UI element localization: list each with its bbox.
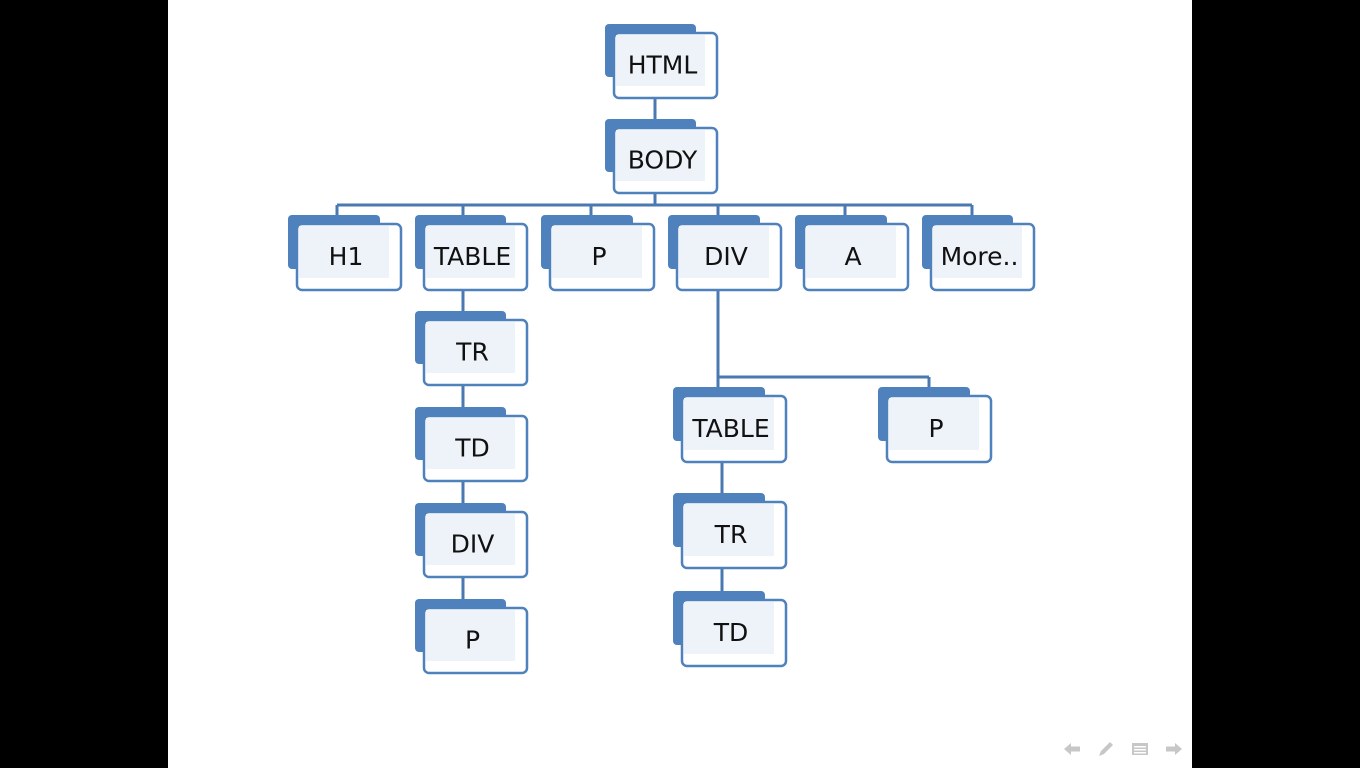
- node-inner-fill: [933, 226, 1022, 278]
- node-inner-fill: [684, 504, 774, 556]
- node-label: More..: [941, 242, 1019, 271]
- node-p1: P: [541, 215, 656, 292]
- node-inner-fill: [426, 610, 515, 661]
- arrow-right-icon[interactable]: [1164, 739, 1184, 759]
- arrow-left-icon[interactable]: [1062, 739, 1082, 759]
- pen-icon[interactable]: [1096, 739, 1116, 759]
- node-label: TR: [455, 338, 489, 367]
- node-body: BODY: [605, 119, 719, 195]
- node-table1: TABLE: [415, 215, 529, 292]
- node-label: BODY: [628, 146, 698, 175]
- node-inner-fill: [426, 226, 515, 278]
- node-label: TD: [454, 434, 490, 463]
- node-html: HTML: [605, 24, 719, 100]
- slide-controls: [1062, 738, 1188, 760]
- node-inner-fill: [426, 418, 515, 469]
- node-label: P: [465, 626, 480, 655]
- node-td1: TD: [415, 407, 529, 483]
- menu-icon[interactable]: [1130, 739, 1150, 759]
- node-inner-fill: [299, 226, 389, 278]
- node-inner-fill: [616, 35, 705, 86]
- node-label: H1: [329, 242, 364, 271]
- node-more: More..: [922, 215, 1036, 292]
- node-h1: H1: [288, 215, 403, 292]
- node-label: TABLE: [433, 242, 511, 271]
- node-inner-fill: [616, 130, 705, 181]
- node-label: TD: [713, 618, 749, 647]
- node-label: P: [591, 242, 606, 271]
- node-inner-fill: [684, 602, 774, 654]
- node-td2: TD: [673, 591, 788, 668]
- node-label: A: [844, 242, 861, 271]
- node-label: HTML: [628, 51, 698, 80]
- node-div1: DIV: [668, 215, 783, 292]
- node-tr2: TR: [673, 493, 788, 570]
- node-label: DIV: [704, 242, 748, 271]
- node-inner-fill: [889, 398, 979, 450]
- node-p2: P: [415, 599, 529, 675]
- node-table2: TABLE: [673, 387, 788, 464]
- node-label: P: [928, 414, 943, 443]
- node-div2: DIV: [415, 503, 529, 579]
- node-tr1: TR: [415, 311, 529, 387]
- node-inner-fill: [426, 322, 515, 373]
- node-label: TR: [714, 520, 748, 549]
- node-a1: A: [795, 215, 910, 292]
- node-p3: P: [878, 387, 993, 464]
- node-label: TABLE: [691, 414, 769, 443]
- node-label: DIV: [451, 530, 495, 559]
- node-inner-fill: [684, 398, 774, 450]
- node-inner-fill: [679, 226, 769, 278]
- node-inner-fill: [552, 226, 642, 278]
- node-inner-fill: [426, 514, 515, 565]
- node-inner-fill: [806, 226, 896, 278]
